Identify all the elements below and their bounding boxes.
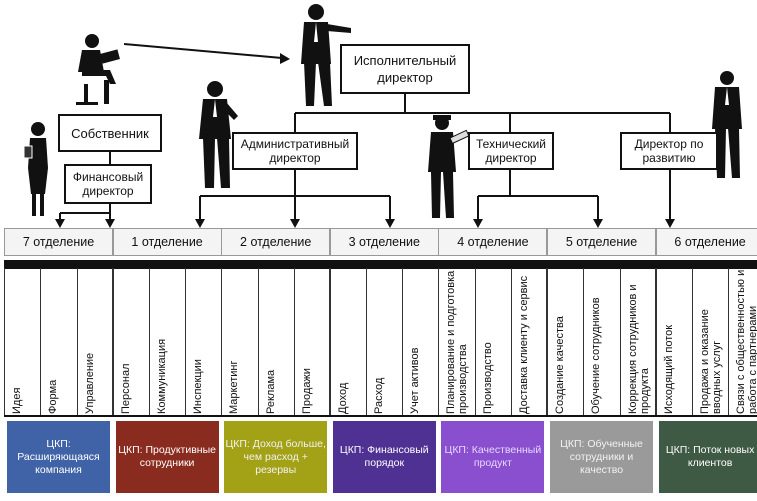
department-divider [655, 260, 757, 269]
subdivision-divider [221, 268, 223, 415]
subdivision-label: Инспекции [192, 359, 205, 414]
subdivision-divider [112, 268, 113, 415]
department-base-line [438, 415, 548, 417]
subdivision-label: Продажи [300, 368, 313, 414]
department-divider [112, 260, 222, 269]
department-divider [4, 260, 113, 269]
executive-pointing-figure [301, 4, 351, 106]
subdivision-divider [76, 268, 78, 415]
finance-director-box: Финансовый директор [64, 164, 152, 204]
subdivision-label: Маркетинг [228, 360, 241, 414]
subdivision-label: Связи с общественностью и работа с партн… [735, 269, 757, 414]
subdivision-label: Создание качества [554, 316, 566, 414]
subdivision-label: Доставка клиенту и сервис [518, 275, 531, 414]
department-divider [221, 260, 331, 269]
department-title: 2 отделение [221, 228, 331, 256]
subdivision-label: Продажа и оказание вводных услуг [698, 309, 723, 414]
department-divider [547, 260, 656, 269]
department-title: 7 отделение [4, 228, 113, 256]
subdivision-divider [583, 268, 585, 415]
ckp-result-box: ЦКП: Финансовый порядок [332, 421, 436, 493]
development-figure [712, 71, 742, 178]
subdivision-divider [148, 268, 150, 415]
department-base-line [4, 415, 113, 417]
department-title: 5 отделение [547, 228, 656, 256]
subdivision-label: Коррекция сотрудников и продукта [626, 284, 651, 414]
subdivision-label: Планирование и подготовка производства [445, 270, 470, 414]
subdivision-divider [511, 268, 513, 415]
subdivision-label: Учет активов [409, 347, 422, 414]
subdivision-label: Персонал [119, 363, 132, 415]
department-title: 4 отделение [438, 228, 548, 256]
subdivision-label: Коммуникация [155, 338, 168, 414]
department-base-line [329, 415, 439, 417]
department-base-line [221, 415, 331, 417]
subdivision-divider [112, 268, 114, 415]
woman-with-tablet-figure [23, 122, 48, 216]
development-director-box: Директор по развитию [620, 132, 718, 170]
subdivision-divider [438, 268, 440, 415]
ckp-result-box: ЦКП: Обученные сотрудники и качество [550, 421, 653, 493]
subdivision-divider [655, 268, 657, 415]
owner-box: Собственник [58, 114, 162, 152]
ckp-result-box: ЦКП: Расширяющаяся компания [7, 421, 110, 493]
ckp-result-box: ЦКП: Продуктивные сотрудники [115, 421, 219, 493]
subdivision-divider [546, 268, 548, 415]
subdivision-divider [366, 268, 368, 415]
ckp-result-box: ЦКП: Поток новых клиентов [658, 421, 757, 493]
owner-seated-figure [76, 34, 120, 105]
subdivision-divider [329, 268, 331, 415]
subdivision-label: Обучение сотрудников [590, 297, 603, 414]
department-title: 3 отделение [329, 228, 439, 256]
subdivision-label: Управление [83, 352, 96, 414]
admin-director-box: Административный директор [232, 132, 358, 170]
department-base-line [112, 415, 222, 417]
subdivision-divider [185, 268, 187, 415]
subdivision-label: Производство [481, 342, 494, 414]
subdivision-divider [655, 268, 656, 415]
department-divider [329, 260, 439, 269]
engineer-figure [428, 115, 470, 218]
department-base-line [655, 415, 757, 417]
department-base-line [547, 415, 656, 417]
subdivision-divider [220, 268, 222, 415]
subdivision-label: Расход [373, 377, 386, 414]
technical-director-box: Технический директор [468, 132, 554, 170]
subdivision-label: Реклама [264, 369, 277, 414]
subdivision-label: Форма [47, 379, 60, 414]
subdivision-divider [402, 268, 404, 415]
subdivision-divider [619, 268, 621, 415]
subdivision-divider [293, 268, 295, 415]
subdivision-divider [437, 268, 439, 415]
subdivision-divider [728, 268, 730, 415]
department-title: 6 отделение [655, 228, 757, 256]
subdivision-label: Доход [336, 382, 349, 414]
department-divider [438, 260, 548, 269]
subdivision-label: Исходящий поток [662, 324, 675, 414]
subdivision-divider [40, 268, 42, 415]
ckp-result-box: ЦКП: Качественный продукт [441, 421, 545, 493]
department-title: 1 отделение [112, 228, 222, 256]
subdivision-label: Идея [11, 387, 23, 414]
subdivision-divider [474, 268, 476, 415]
subdivision-divider [547, 268, 548, 415]
subdivision-divider [257, 268, 259, 415]
ckp-result-box: ЦКП: Доход больше, чем расход + резервы [224, 421, 328, 493]
executive-director-box: Исполнительный директор [340, 44, 470, 94]
subdivision-divider [4, 268, 5, 415]
subdivision-divider [691, 268, 693, 415]
admin-figure [199, 81, 238, 188]
subdivision-divider [329, 268, 331, 415]
